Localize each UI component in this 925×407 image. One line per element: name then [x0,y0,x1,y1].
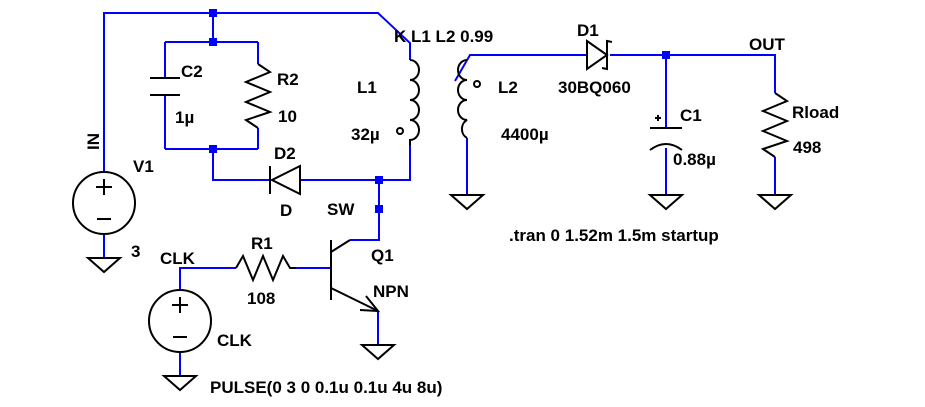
junction-out [662,51,670,59]
c1-ref-label: C1 [680,106,702,125]
ground-symbols [85,194,794,392]
labels: K L1 L2 0.99 D1 30BQ060 OUT C2 1µ R2 10 … [84,21,839,397]
sim-directive-label[interactable]: .tran 0 1.52m 1.5m startup [509,226,719,245]
d2-model-label: D [280,201,292,220]
in-net-label: IN [84,133,103,150]
junctions [209,9,670,213]
r2-value-label: 10 [278,107,297,126]
inductor-l1[interactable] [396,59,420,145]
wire-d2-cathode[interactable] [300,145,411,181]
q1-model-label: NPN [373,282,409,301]
diode-d1[interactable] [586,39,613,71]
c2-ref-label: C2 [181,62,203,81]
d1-model-label: 30BQ060 [558,78,631,97]
r2-ref-label: R2 [277,70,299,89]
junction-c2r2-bottom [209,145,217,153]
junction-c2r2-top [209,38,217,46]
voltage-source-clk[interactable] [148,289,212,353]
ground-icon-v1 [85,257,123,274]
c1-plus-icon [655,115,661,121]
l1-value-label: 32µ [351,125,380,144]
resistor-r2[interactable] [243,63,273,129]
junction-in-top [209,9,217,17]
junction-sw [375,176,383,184]
q1-emitter-arrow-icon [359,295,381,313]
resistor-r1[interactable] [235,253,296,283]
rload-value-label: 498 [793,138,821,157]
ground-icon-q1 [359,344,397,361]
wire-d2-anode[interactable] [212,149,270,181]
q1-ref-label: Q1 [371,246,394,265]
ground-icon-rload [756,194,794,211]
inductor-l2[interactable] [457,59,481,139]
clk-plus-icon [172,297,188,313]
capacitor-c1[interactable] [649,115,683,151]
clk-net-label: CLK [160,249,196,268]
coupling-label: K L1 L2 0.99 [394,27,493,46]
l1-ref-label: L1 [357,78,377,97]
ground-icon-c1 [647,194,685,211]
clk-source-value-label: PULSE(0 3 0 0.1u 0.1u 4u 8u) [210,378,442,397]
ground-icon-l2 [448,194,486,211]
r1-value-label: 108 [247,289,275,308]
junction-sw-label [375,205,383,213]
voltage-source-v1[interactable] [72,171,136,235]
c2-value-label: 1µ [175,108,194,127]
v1-ref-label: V1 [133,157,154,176]
wire-top-to-l1[interactable] [213,12,411,60]
wire-l2-top[interactable] [454,54,587,82]
ground-icon-clk [161,375,199,392]
d2-ref-label: D2 [274,144,296,163]
capacitor-c2[interactable] [150,77,180,96]
v1-value-label: 3 [131,242,140,261]
clk-source-ref-label: CLK [217,331,253,350]
transistor-q1[interactable] [330,239,381,313]
wire-in[interactable] [103,12,214,172]
v1-plus-icon [96,179,112,195]
resistor-rload[interactable] [760,92,790,158]
sw-net-label: SW [327,200,355,219]
l2-ref-label: L2 [498,78,518,97]
d1-ref-label: D1 [577,21,599,40]
wire-clk[interactable] [179,267,236,290]
c1-value-label: 0.88µ [673,150,716,169]
r1-ref-label: R1 [251,234,273,253]
l2-value-label: 4400µ [501,125,549,144]
l2-dot-icon [473,80,481,88]
out-net-label: OUT [749,35,786,54]
wire-sw[interactable] [350,180,380,241]
rload-ref-label: Rload [792,103,839,122]
l1-dot-icon [396,127,404,135]
wire-out[interactable] [610,54,776,93]
diode-d2[interactable] [269,164,301,196]
